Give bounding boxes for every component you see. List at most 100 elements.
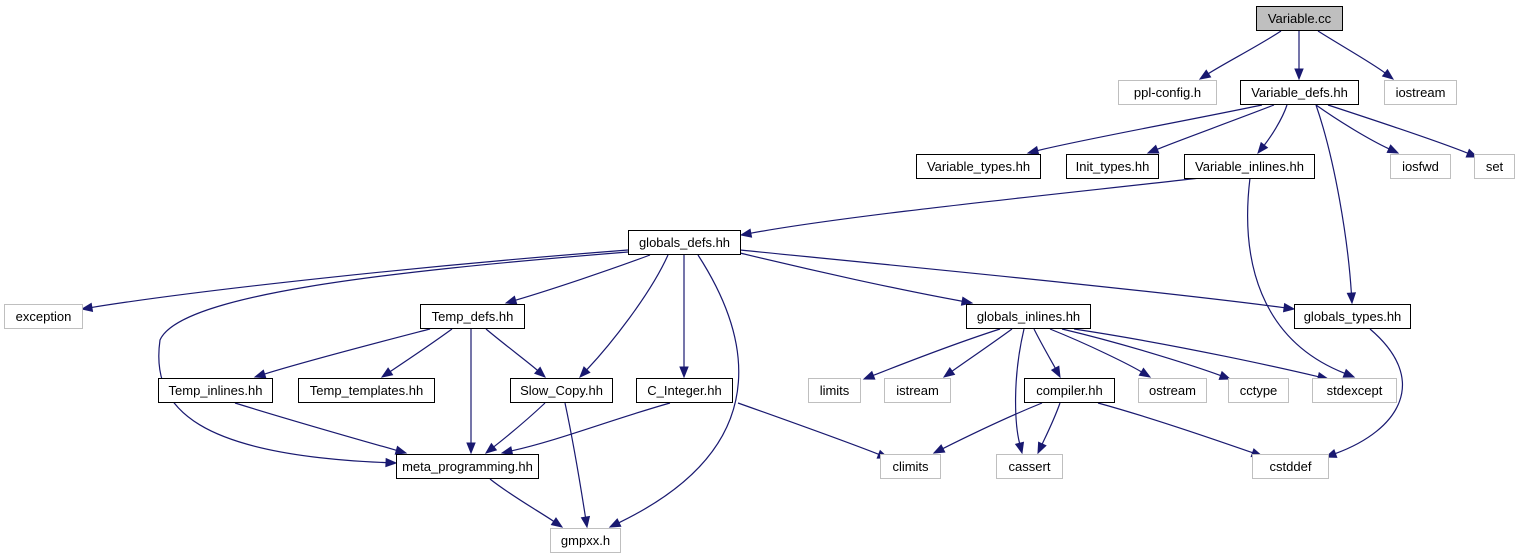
arrowhead [380, 367, 394, 378]
edge-variable_defs_hh-to-init_types_hh [1146, 104, 1275, 154]
node-label: compiler.hh [1036, 383, 1102, 398]
arrowhead [739, 228, 753, 238]
edge-globals_defs_hh-to-gmpxx_h [608, 254, 740, 528]
edge-globals_defs_hh-to-temp_defs_hh [504, 254, 651, 305]
edge-line [1247, 177, 1345, 374]
node-box [1138, 378, 1207, 403]
edge-variable_defs_hh-to-variable_inlines_hh [1257, 104, 1288, 155]
arrowhead [394, 445, 408, 455]
edge-globals_inlines_hh-to-istream [942, 328, 1013, 378]
node-label: Variable.cc [1268, 11, 1332, 26]
node-label: Temp_templates.hh [310, 383, 423, 398]
node-label: ppl-config.h [1134, 85, 1201, 100]
arrowhead [932, 444, 946, 454]
edge-globals_inlines_hh-to-ostream [1049, 328, 1152, 378]
edge-line [389, 328, 453, 372]
node-label: istream [896, 383, 939, 398]
arrowhead [1014, 441, 1025, 455]
edge-compiler_hh-to-climits [932, 402, 1043, 454]
edge-temp_defs_hh-to-temp_inlines_hh [253, 328, 431, 379]
node-climits: climits [880, 454, 941, 479]
node-box [420, 304, 525, 329]
node-label: gmpxx.h [561, 533, 610, 548]
node-label: globals_inlines.hh [977, 309, 1080, 324]
node-ostream: ostream [1138, 378, 1207, 403]
node-temp_defs_hh[interactable]: Temp_defs.hh [420, 304, 525, 329]
arrowhead [679, 366, 689, 379]
edge-c_integer_hh-to-meta_programming_hh [500, 402, 671, 456]
arrowhead [550, 517, 564, 528]
edge-compiler_hh-to-cstddef [1097, 402, 1264, 458]
node-box [1252, 454, 1329, 479]
node-variable_inlines_hh[interactable]: Variable_inlines.hh [1184, 154, 1315, 179]
arrowhead [1050, 365, 1061, 379]
node-label: stdexcept [1327, 383, 1383, 398]
node-box [298, 378, 435, 403]
node-variable_defs_hh[interactable]: Variable_defs.hh [1240, 80, 1359, 105]
edge-line [873, 328, 1001, 376]
edge-line [511, 402, 671, 452]
node-label: iostream [1396, 85, 1446, 100]
edge-globals_defs_hh-to-globals_inlines_hh [739, 252, 974, 306]
node-istream: istream [884, 378, 951, 403]
node-init_types_hh[interactable]: Init_types.hh [1066, 154, 1159, 179]
arrowhead [1257, 141, 1269, 155]
node-exception: exception [4, 304, 83, 329]
arrowhead [253, 369, 267, 379]
edge-variable_inlines_hh-to-stdexcept [1247, 177, 1356, 378]
node-globals_defs_hh[interactable]: globals_defs.hh [628, 230, 741, 255]
node-box [1240, 80, 1359, 105]
arrowhead [484, 442, 498, 454]
node-label: exception [16, 309, 72, 324]
node-globals_types_hh[interactable]: globals_types.hh [1294, 304, 1411, 329]
edge-line [942, 402, 1043, 450]
node-meta_programming_hh[interactable]: meta_programming.hh [396, 454, 539, 479]
edge-temp_defs_hh-to-temp_templates_hh [380, 328, 453, 378]
node-stdexcept: stdexcept [1312, 378, 1397, 403]
node-slow_copy_hh[interactable]: Slow_Copy.hh [510, 378, 613, 403]
edge-variable_defs_hh-to-globals_types_hh [1315, 104, 1357, 305]
node-ppl_config_h: ppl-config.h [1118, 80, 1217, 105]
edge-slow_copy_hh-to-gmpxx_h [564, 402, 591, 529]
edge-globals_inlines_hh-to-limits [862, 328, 1001, 380]
edge-variable_inlines_hh-to-globals_defs_hh [739, 177, 1201, 238]
edge-line [1335, 328, 1403, 455]
edge-c_integer_hh-to-climits [737, 402, 890, 459]
node-compiler_hh[interactable]: compiler.hh [1024, 378, 1115, 403]
edge-slow_copy_hh-to-meta_programming_hh [484, 402, 546, 454]
node-label: Variable_inlines.hh [1195, 159, 1304, 174]
node-label: globals_types.hh [1304, 309, 1402, 324]
node-box [4, 304, 83, 329]
node-box [628, 230, 741, 255]
node-label: limits [820, 383, 850, 398]
arrowhead [533, 366, 547, 378]
arrowhead [1138, 367, 1152, 378]
arrowhead [80, 302, 94, 313]
arrowhead [385, 457, 398, 468]
edge-line [1315, 104, 1352, 294]
node-box [1312, 378, 1397, 403]
edge-globals_defs_hh-to-meta_programming_hh [158, 251, 629, 468]
edge-line [1097, 402, 1253, 454]
edge-line [493, 402, 546, 448]
node-box [1066, 154, 1159, 179]
arrowhead [1381, 68, 1395, 80]
node-box [884, 378, 951, 403]
edge-globals_inlines_hh-to-compiler_hh [1033, 328, 1061, 379]
node-box [510, 378, 613, 403]
edge-line [489, 478, 555, 522]
node-temp_inlines_hh[interactable]: Temp_inlines.hh [158, 378, 273, 403]
edge-line [158, 251, 629, 464]
node-c_integer_hh[interactable]: C_Integer.hh [636, 378, 733, 403]
node-globals_inlines_hh[interactable]: globals_inlines.hh [966, 304, 1091, 329]
node-box [966, 304, 1091, 329]
node-temp_templates_hh[interactable]: Temp_templates.hh [298, 378, 435, 403]
edge-line [91, 249, 629, 309]
node-cassert: cassert [996, 454, 1063, 479]
node-set: set [1474, 154, 1515, 179]
edge-line [951, 328, 1013, 372]
edge-globals_defs_hh-to-slow_copy_hh [579, 254, 669, 378]
node-variable_types_hh[interactable]: Variable_types.hh [916, 154, 1041, 179]
node-label: cassert [1009, 459, 1051, 474]
node-label: Temp_defs.hh [432, 309, 514, 324]
